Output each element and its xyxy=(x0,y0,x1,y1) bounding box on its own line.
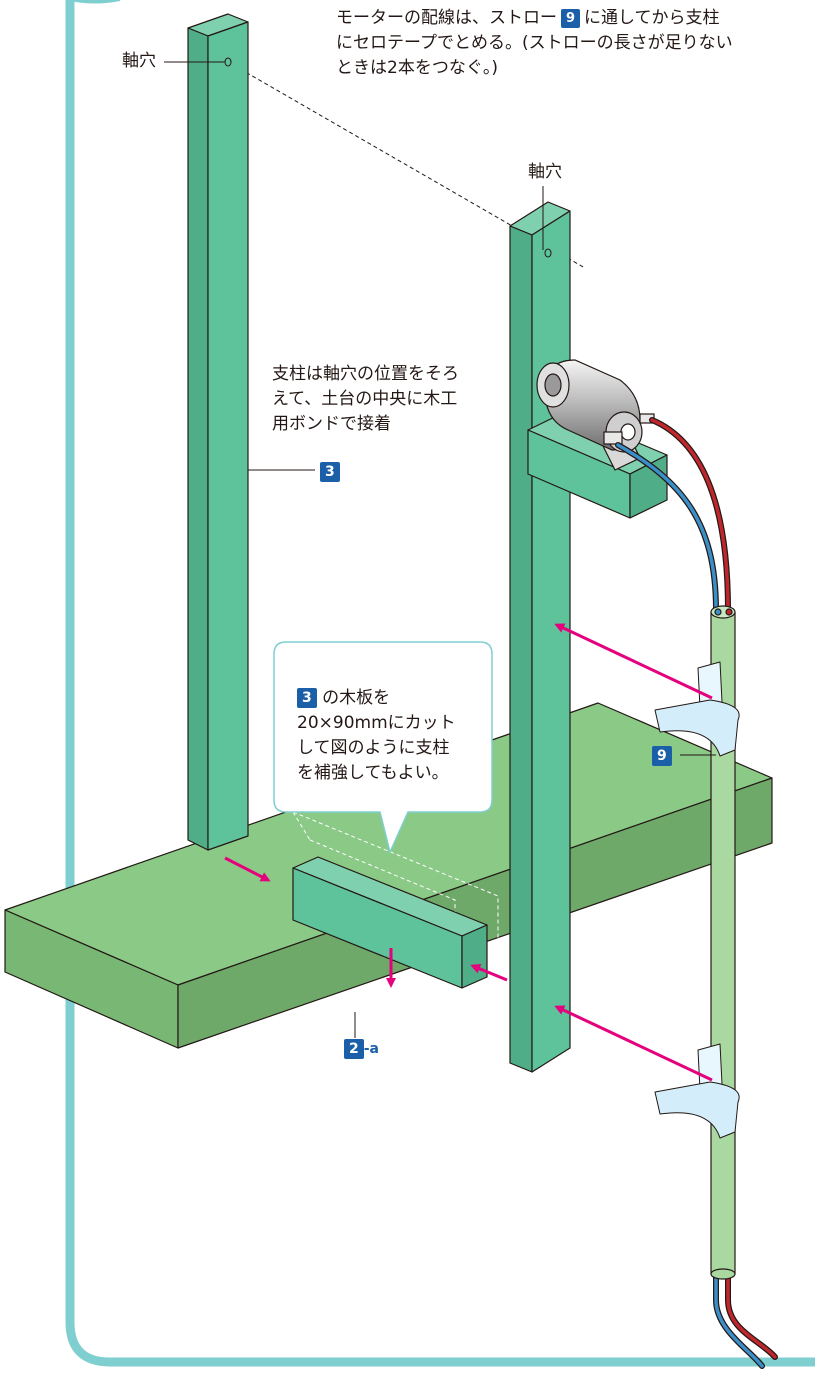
pillar-note-line2: えて、土台の中央に木工 xyxy=(272,389,458,409)
callout-text: 3 の木板を 20×90mmにカット して図のように支柱 を補強してもよい。 xyxy=(297,686,492,786)
tape-upper xyxy=(654,661,740,757)
arrow-straw-upper xyxy=(554,623,713,700)
pillar-note-line3: 用ボンドで接着 xyxy=(272,414,391,434)
tape-lower xyxy=(654,1043,740,1139)
axle-hole-label-left: 軸穴 xyxy=(122,51,156,71)
part-badge-pillar-num: 3 xyxy=(320,461,340,482)
callout-bubble xyxy=(273,641,493,855)
left-pillar xyxy=(187,13,249,851)
callout-line1: の木板を xyxy=(322,688,391,708)
arrow-straw-lower xyxy=(554,1005,713,1082)
wiring-note-line3: ときは2本をつなぐ。) xyxy=(336,58,498,78)
callout-line4: を補強してもよい。 xyxy=(297,763,449,783)
motor xyxy=(536,359,655,471)
leader-lines xyxy=(164,61,716,1038)
motor-wires xyxy=(615,417,778,1369)
callout-line2: 20×90mmにカット xyxy=(297,713,456,733)
axle-hole-right xyxy=(544,248,552,258)
arrow-left-pillar xyxy=(224,856,271,882)
arrow-right-pillar xyxy=(470,964,508,982)
wiring-note-before: モーターの配線は、ストロー xyxy=(336,8,557,28)
pillar-badge-inline: 3 xyxy=(297,688,317,708)
wiring-note-after: に通してから支柱 xyxy=(584,8,720,28)
part-badge-pillar: 3 xyxy=(320,461,340,482)
right-pillar xyxy=(509,201,571,1073)
part-badge-straw: 9 xyxy=(652,745,672,766)
assembly-arrows xyxy=(224,623,713,1082)
placement-guide xyxy=(292,811,499,938)
wiring-note-line2: にセロテープでとめる。(ストローの長さが足りない xyxy=(336,33,733,53)
part-badge-straw-num: 9 xyxy=(652,745,672,766)
pillar-note-line1: 支柱は軸穴の位置をそろ xyxy=(272,364,459,384)
part-badge-base-suffix: -a xyxy=(363,1041,380,1057)
straw-badge-inline: 9 xyxy=(561,9,581,28)
reinforcement-block xyxy=(292,856,488,989)
axle-hole-label-right: 軸穴 xyxy=(528,162,562,182)
pillar-note: 支柱は軸穴の位置をそろ えて、土台の中央に木工 用ボンドで接着 xyxy=(272,362,502,437)
frame xyxy=(65,0,815,1367)
part-badge-base-num: 2 xyxy=(344,1038,364,1059)
part-badge-base: 2-a xyxy=(344,1038,379,1059)
callout-line3: して図のように支柱 xyxy=(297,738,450,758)
